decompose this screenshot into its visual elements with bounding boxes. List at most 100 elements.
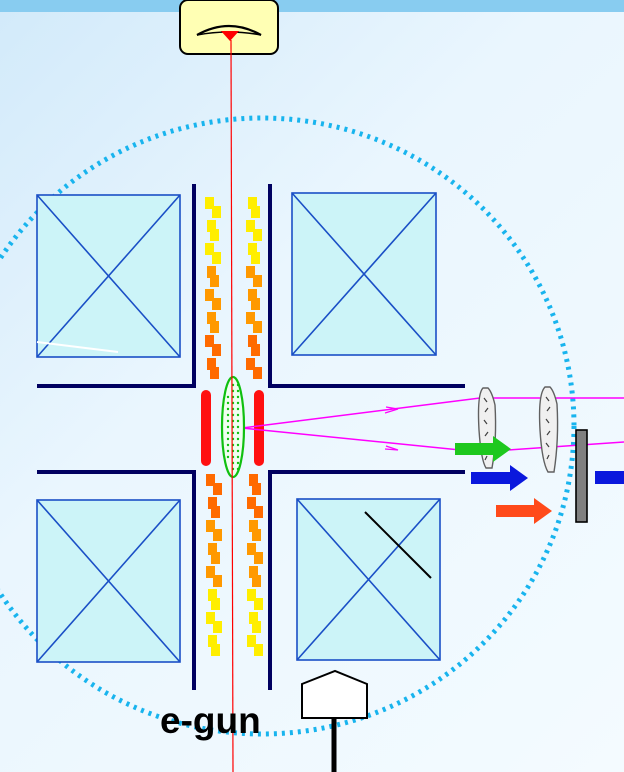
ion-dot xyxy=(226,413,230,417)
stack-segment xyxy=(254,552,263,564)
ion-dot xyxy=(226,395,230,399)
stack-segment xyxy=(205,243,214,255)
stack-segment xyxy=(251,252,260,264)
stack-segment xyxy=(211,506,220,518)
stack-segment xyxy=(247,589,256,601)
ion-dot xyxy=(236,395,240,399)
stack-segment xyxy=(254,598,263,610)
stack-segment xyxy=(248,289,257,301)
vacuum-chamber-outline xyxy=(0,115,577,737)
stack-segment xyxy=(210,367,219,379)
electrode-plates xyxy=(37,184,465,690)
egun-label: e-gun xyxy=(160,700,261,741)
electron-gun-icon xyxy=(301,669,368,772)
ion-dot xyxy=(226,407,230,411)
stack-segment xyxy=(248,197,257,209)
ion-dot xyxy=(236,443,240,447)
stack-segment xyxy=(213,483,222,495)
stack-segment xyxy=(252,575,261,587)
ion-dot xyxy=(226,455,230,459)
ion-dot xyxy=(236,455,240,459)
arrow-orange xyxy=(496,498,552,524)
stack-segment xyxy=(251,344,260,356)
stack-segment xyxy=(248,335,257,347)
ion-dot xyxy=(236,419,240,423)
magnet-coil xyxy=(36,499,181,663)
stack-segment xyxy=(251,206,260,218)
ion-dot xyxy=(226,443,230,447)
stack-segment xyxy=(205,289,214,301)
stack-segment xyxy=(254,644,263,656)
stack-segment xyxy=(206,474,215,486)
top-bar xyxy=(0,0,624,12)
stack-segment xyxy=(252,621,261,633)
ion-dot xyxy=(236,389,240,393)
trap-ring xyxy=(254,390,264,466)
ion-source-icon xyxy=(179,0,279,55)
stack-segment xyxy=(208,635,217,647)
stack-segment xyxy=(210,275,219,287)
stack-segment xyxy=(205,197,214,209)
ion-dot xyxy=(236,461,240,465)
stack-segment xyxy=(213,575,222,587)
ion-dot xyxy=(236,413,240,417)
arrow-blue xyxy=(471,465,528,491)
stack-segment xyxy=(206,520,215,532)
stack-segment xyxy=(206,566,215,578)
stack-segment xyxy=(251,298,260,310)
ion-dot xyxy=(236,425,240,429)
magnet-coil xyxy=(296,498,441,661)
stack-segment xyxy=(208,497,217,509)
stack-segment xyxy=(246,312,255,324)
arrow-blue-partial xyxy=(595,471,624,484)
stack-segment xyxy=(212,206,221,218)
stack-segment xyxy=(247,543,256,555)
stack-segment xyxy=(213,529,222,541)
ion-dot xyxy=(226,401,230,405)
stack-segment xyxy=(248,243,257,255)
stack-segment xyxy=(210,321,219,333)
stack-segment xyxy=(211,552,220,564)
stack-segment xyxy=(207,220,216,232)
magnet-coil xyxy=(291,192,437,356)
stack-segment xyxy=(207,358,216,370)
stack-segment xyxy=(212,298,221,310)
stack-segment xyxy=(247,635,256,647)
stack-segment xyxy=(246,358,255,370)
stack-segment xyxy=(207,312,216,324)
ion-dot xyxy=(226,419,230,423)
ion-dot xyxy=(236,431,240,435)
electron-beam xyxy=(230,39,234,772)
arrow-green xyxy=(455,436,511,462)
stack-segment xyxy=(246,266,255,278)
ion-dot xyxy=(226,437,230,441)
stack-segment xyxy=(205,335,214,347)
stack-segment xyxy=(211,598,220,610)
stack-segment xyxy=(247,497,256,509)
stack-segment xyxy=(212,252,221,264)
ion-dot xyxy=(236,467,240,471)
stack-segment xyxy=(211,644,220,656)
trap-ring xyxy=(201,390,211,466)
stack-segment xyxy=(249,474,258,486)
stack-segment xyxy=(253,229,262,241)
stack-segment xyxy=(206,612,215,624)
stack-segment xyxy=(253,367,262,379)
stack-segment xyxy=(212,344,221,356)
stack-segment xyxy=(208,589,217,601)
ion-dot xyxy=(236,401,240,405)
stack-segment xyxy=(246,220,255,232)
stack-segment xyxy=(253,275,262,287)
stack-segment xyxy=(252,529,261,541)
detector-plate-icon xyxy=(575,429,588,523)
ion-dot xyxy=(236,383,240,387)
lens-icon xyxy=(538,386,559,473)
stack-segment xyxy=(249,520,258,532)
stack-segment xyxy=(249,612,258,624)
stack-segment xyxy=(249,566,258,578)
laser-beam xyxy=(241,397,624,453)
ion-dot xyxy=(226,449,230,453)
stack-segment xyxy=(207,266,216,278)
